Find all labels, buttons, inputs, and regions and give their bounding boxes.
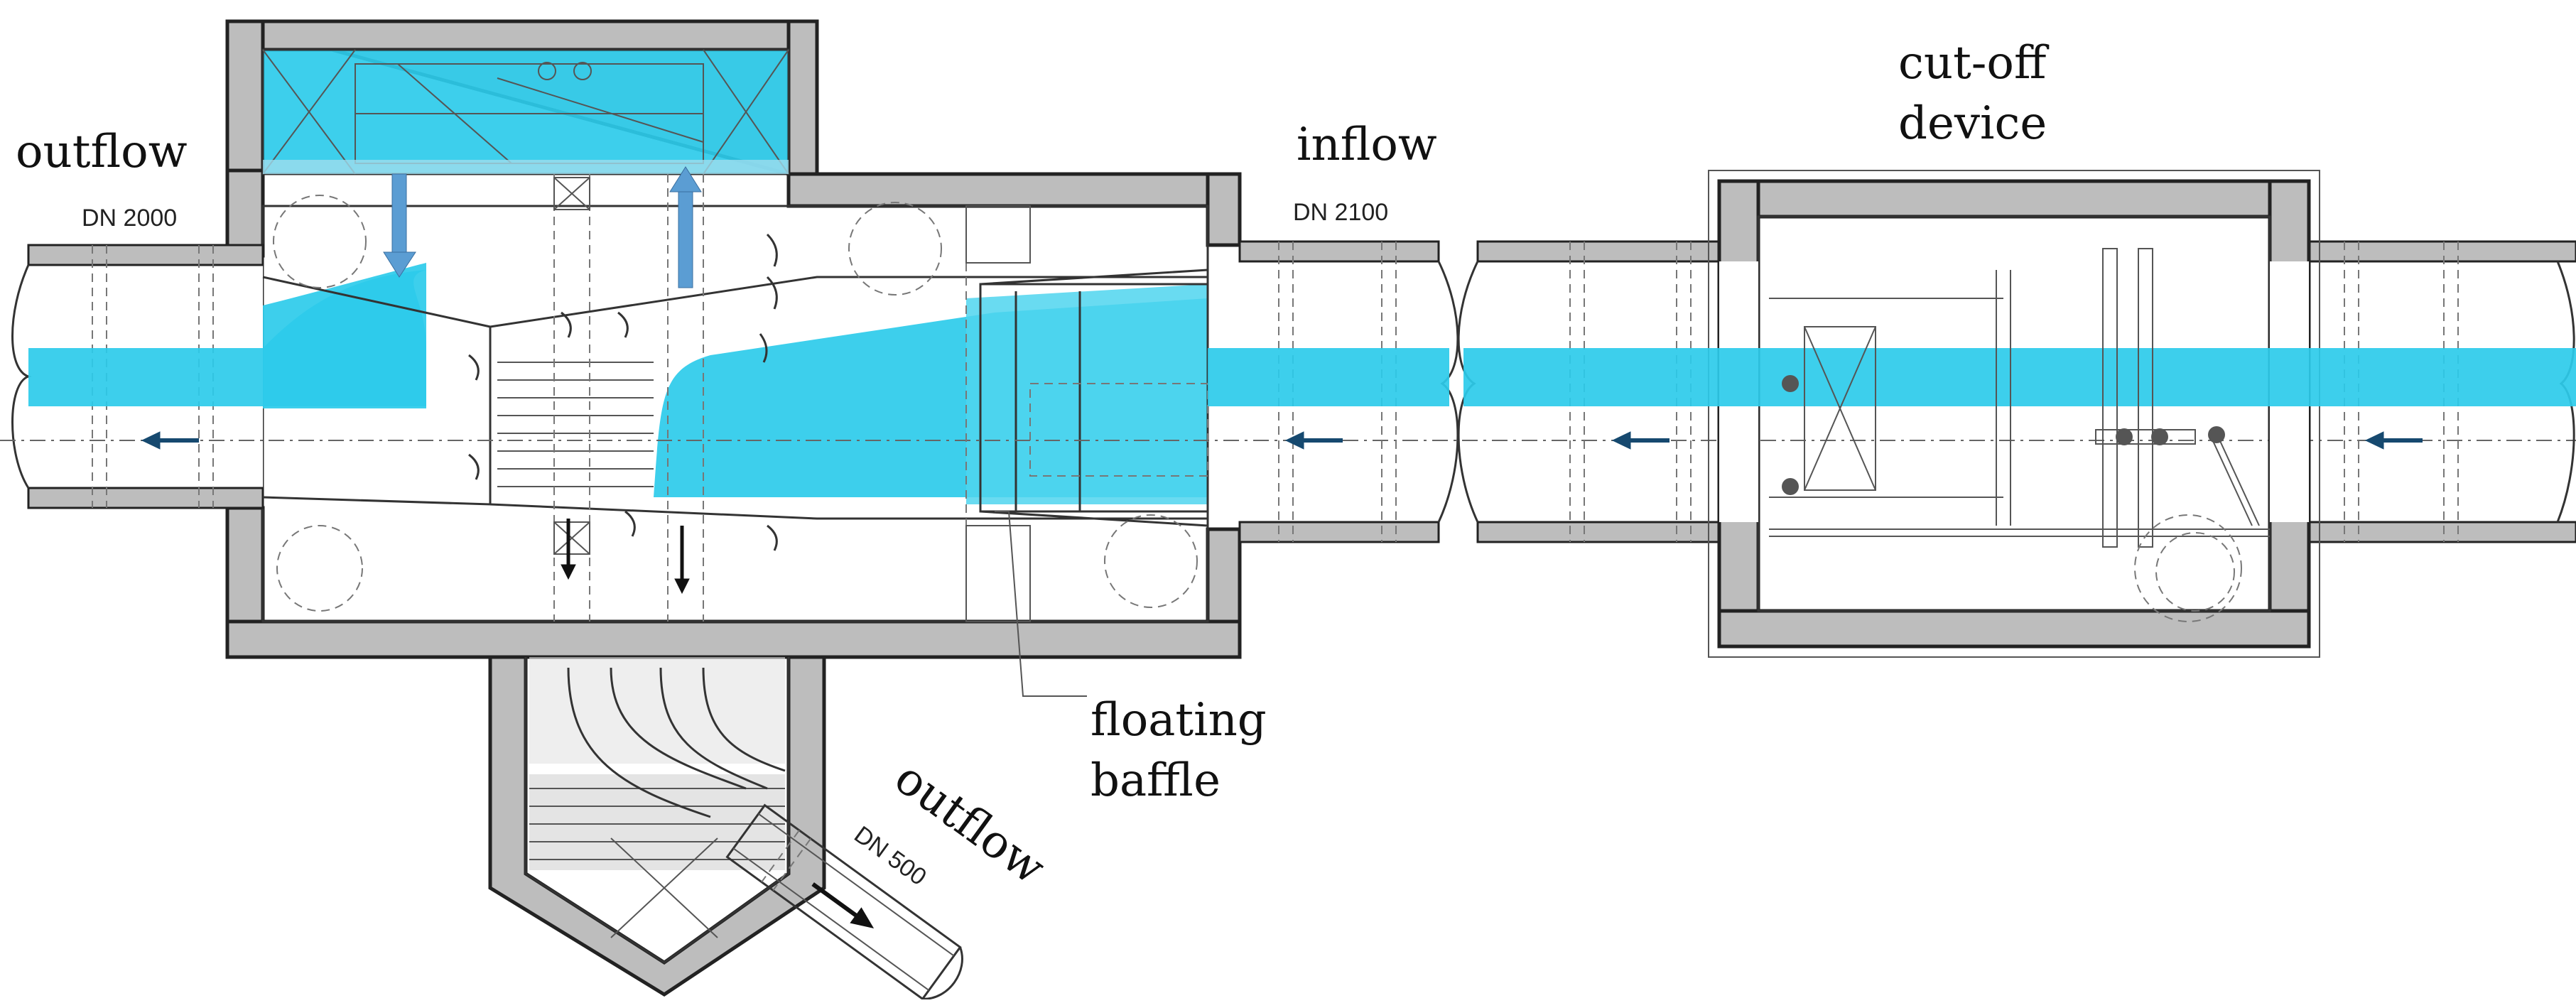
bottom-pipe-body [725, 803, 962, 1001]
label-dn-2100: DN 2100 [1293, 199, 1388, 226]
cutoff-water [1463, 348, 2576, 406]
right-pipe-right-top [2293, 240, 2576, 263]
sump-upper-screen [529, 657, 785, 764]
sump-curved-pipe-3 [659, 667, 768, 790]
cutoff-manhole [2134, 514, 2242, 622]
cutoff-top-wall [1717, 179, 2311, 219]
cutoff-section [1457, 170, 2576, 658]
sump-arrow-1-head [561, 564, 576, 580]
flow-arrow-up-shaft [678, 188, 693, 288]
cutoff-arrow-right-head [2364, 431, 2384, 450]
label-cutoff-line1: cut-off [1898, 37, 2050, 90]
bottom-outflow-pipe [725, 803, 963, 1001]
cutoff-bottom-wall [1717, 609, 2311, 649]
right-wall-top [1206, 172, 1242, 247]
bottom-pipe-cut [922, 946, 963, 1000]
top-tank-grating [263, 160, 789, 174]
left-wall-mid [225, 168, 265, 258]
bottom-outflow-arrow-head [850, 907, 875, 929]
inflow-water [1208, 348, 1449, 406]
cutoff-gate [1769, 248, 2270, 548]
cutoff-outer-outline [1708, 170, 2320, 658]
sump-arrow-2-head [674, 578, 690, 595]
inflow-arrow-head [1284, 431, 1304, 450]
left-pipe-top-wall [27, 244, 264, 266]
flow-arrow-down-left-shaft [391, 173, 407, 253]
top-wall [225, 19, 819, 52]
bottom-pipe-joint-1 [761, 830, 800, 883]
label-floating-line1: floating [1091, 694, 1267, 747]
floating-baffle-leader [995, 511, 1087, 697]
right-chamber-boxes [965, 205, 1031, 622]
central-weir [0, 174, 2576, 697]
baffle-dashed-box [1029, 383, 1208, 477]
flow-arrow-up-head [669, 166, 702, 193]
cutoff-pivots [1782, 375, 2225, 495]
left-chamber-water-bulge [263, 263, 426, 408]
label-cutoff-line2: device [1898, 97, 2047, 150]
bottom-pipe-inner-bottom [732, 847, 930, 991]
sump-curved-pipe-1 [567, 667, 711, 818]
sump-screen-grid [529, 788, 785, 938]
manholes [273, 195, 1198, 612]
bottom-outflow-arrow-shaft [811, 882, 860, 920]
left-pipe-bottom-wall [27, 487, 264, 509]
flow-hooks [468, 233, 778, 551]
outflow-arrow-head [141, 431, 161, 450]
flow-arrow-down-left-head [383, 251, 416, 278]
sump-curved-pipe-2 [610, 667, 747, 790]
sump-curved-pipe-4 [702, 667, 786, 772]
label-inflow: inflow [1297, 119, 1437, 171]
cutoff-inner [1757, 215, 2271, 612]
bottom-wall [225, 619, 1242, 659]
bottom-pipe-joint-2 [772, 838, 811, 891]
inflow-pipe [1208, 240, 1459, 543]
bottom-pipe-inner-top [758, 813, 955, 957]
label-floating-line2: baffle [1091, 754, 1221, 807]
right-pipe-right-bottom [2293, 521, 2576, 543]
right-top-wall [786, 172, 1242, 208]
right-pipe-left-top [1476, 240, 1735, 263]
left-pipe-cut-end [11, 264, 32, 489]
inflow-pipe-top-wall [1238, 240, 1440, 263]
top-tank [261, 48, 790, 175]
label-dn-2000: DN 2000 [82, 205, 177, 232]
top-tank-water [263, 50, 789, 174]
sump-inner [524, 657, 790, 964]
weir-steps [497, 362, 654, 487]
inflow-pipe-bottom-wall [1238, 521, 1440, 543]
cutoff-arrow-left-head [1611, 431, 1631, 450]
right-pipe-left-bottom [1476, 521, 1735, 543]
flow-arrows [141, 166, 702, 595]
label-dn-500: DN 500 [849, 821, 931, 891]
funnel-left-outline [262, 276, 492, 506]
label-outflow-left: outflow [16, 126, 187, 178]
funnel-water-front [966, 284, 1208, 504]
x-boxes [553, 177, 590, 555]
